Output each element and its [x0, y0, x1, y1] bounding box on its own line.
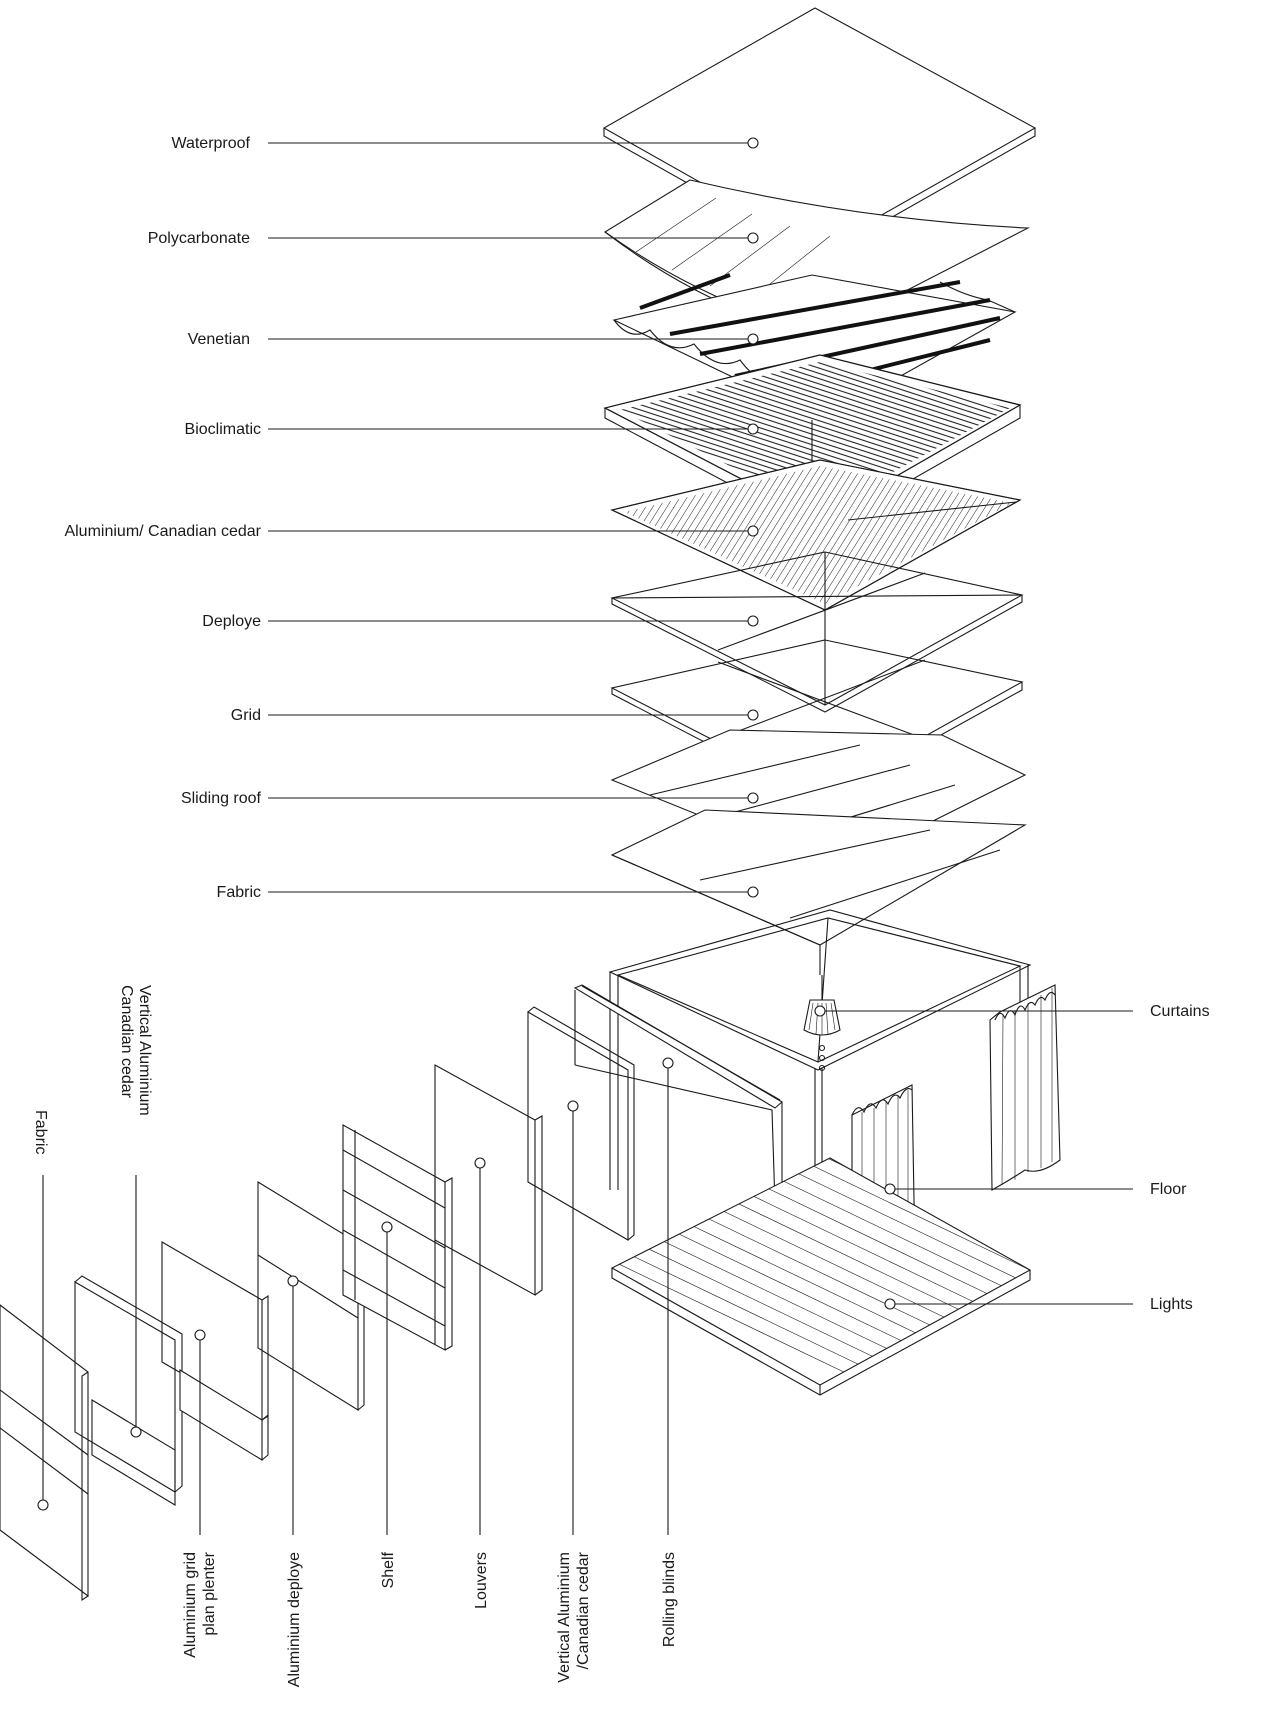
rolling-blind-panel — [573, 984, 783, 1206]
label-fabric-roof: Fabric — [217, 884, 261, 901]
floor-deck — [610, 1157, 1032, 1396]
wall-panel-fabric — [0, 1304, 89, 1602]
label-aluminium-grid-line1: Aluminium grid — [182, 1552, 199, 1658]
wall-panel-louvers — [434, 1064, 543, 1296]
label-vertical-aluminium-top-line1: Vertical Aluminium — [136, 985, 153, 1116]
layer-polycarbonate — [604, 179, 1031, 341]
label-lights: Lights — [1150, 1296, 1193, 1313]
label-rolling-blinds: Rolling blinds — [661, 1552, 678, 1647]
right-leaders — [814, 1005, 1133, 1310]
roof-labels: Waterproof Polycarbonate Venetian Biocli… — [64, 135, 261, 901]
label-curtains: Curtains — [1150, 1003, 1210, 1020]
label-aluminium-grid-line2: plan plenter — [201, 1551, 218, 1635]
curtain-back — [989, 984, 1061, 1191]
wall-leaders — [37, 1057, 674, 1535]
label-vertical-aluminium-bottom-line1: Vertical Aluminium — [556, 1552, 573, 1683]
label-aluminium-canadian-cedar: Aluminium/ Canadian cedar — [64, 523, 261, 540]
layer-aluminium-canadian-cedar — [610, 459, 1022, 611]
label-vertical-aluminium-bottom-line2: /Canadian cedar — [575, 1551, 592, 1669]
wall-panel-vertical-aluminium-cedar — [74, 1275, 183, 1506]
pendant-light-icon — [803, 975, 841, 1072]
label-bioclimatic: Bioclimatic — [185, 421, 261, 438]
layer-fabric — [610, 809, 1027, 975]
label-vertical-aluminium-top-line2: Canadian cedar — [118, 985, 135, 1099]
layer-deploye — [610, 551, 1024, 713]
wall-labels-bottom: Aluminium grid plan plenter Aluminium de… — [182, 1551, 678, 1687]
label-fabric-wall: Fabric — [32, 1110, 49, 1154]
wall-panel-aluminium-grid-planter — [161, 1241, 269, 1461]
label-venetian: Venetian — [188, 331, 250, 348]
wall-labels-top: Fabric Vertical Aluminium Canadian cedar — [32, 985, 153, 1154]
label-shelf: Shelf — [380, 1551, 397, 1588]
label-aluminium-deploye: Aluminium deploye — [286, 1552, 303, 1687]
label-waterproof: Waterproof — [171, 135, 250, 152]
right-labels: Curtains Floor Lights — [1150, 1003, 1210, 1313]
label-deploye: Deploye — [202, 613, 261, 630]
layer-venetian — [612, 273, 1017, 421]
label-floor: Floor — [1150, 1181, 1187, 1198]
label-polycarbonate: Polycarbonate — [148, 230, 250, 247]
label-grid: Grid — [231, 707, 261, 724]
roof-leaders — [268, 137, 759, 898]
wall-panel-shelf — [342, 1124, 453, 1351]
label-sliding-roof: Sliding roof — [181, 790, 262, 807]
wall-panel-vertical-aluminium-cedar-2 — [527, 1006, 635, 1241]
label-louvers: Louvers — [473, 1552, 490, 1609]
